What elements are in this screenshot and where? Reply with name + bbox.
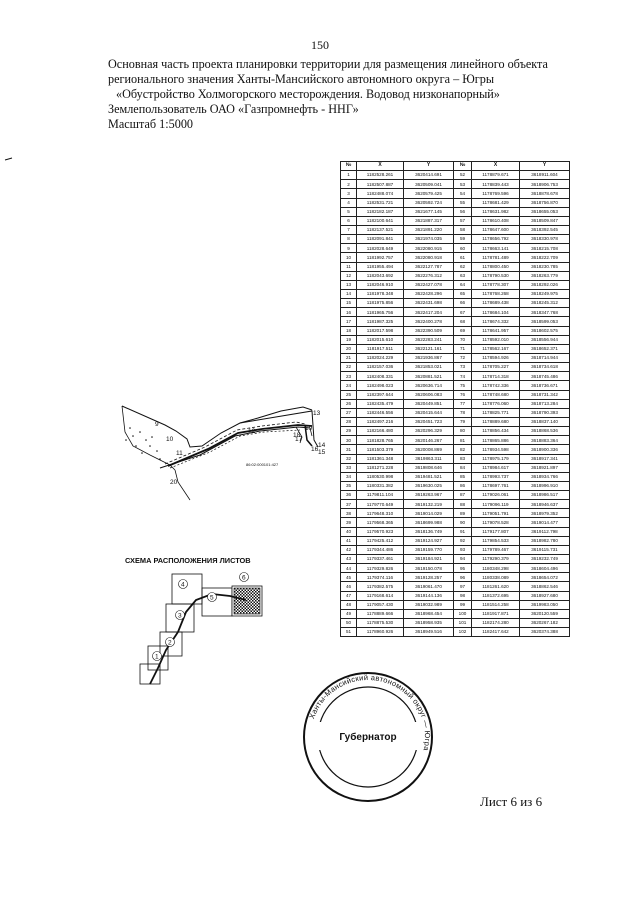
point-label-17: 17 bbox=[295, 436, 303, 443]
pipeline-route bbox=[167, 424, 313, 467]
parcel-boundary bbox=[121, 405, 313, 448]
stamp-center-text: Губернатор bbox=[339, 731, 396, 743]
point-label-19: 19 bbox=[305, 425, 313, 432]
scheme-title: СХЕМА РАСПОЛОЖЕНИЯ ЛИСТОВ bbox=[125, 556, 251, 565]
document-header: Основная часть проекта планировки террит… bbox=[108, 57, 588, 132]
header-line-4: Землепользователь ОАО «Газпромнефть - НН… bbox=[108, 102, 359, 116]
sheet-number-5: 5 bbox=[210, 595, 214, 602]
header-line-2: регионального значения Ханты-Мансийского… bbox=[108, 72, 495, 86]
scheme-route bbox=[149, 593, 247, 685]
point-label-10: 10 bbox=[166, 436, 174, 443]
sheet-number-4: 4 bbox=[181, 582, 185, 589]
point-label-9: 9 bbox=[155, 421, 159, 428]
page-number: 150 bbox=[311, 38, 329, 52]
header-line-5: Масштаб 1:5000 bbox=[108, 117, 194, 131]
header-line-1: Основная часть проекта планировки террит… bbox=[108, 57, 548, 71]
point-label-20: 20 bbox=[170, 479, 178, 486]
sheet-number-6: 6 bbox=[242, 575, 246, 582]
sheet-footer: Лист 6 из 6 bbox=[480, 794, 543, 809]
point-label-18: 18 bbox=[293, 432, 301, 439]
sheet-frame-5 bbox=[201, 587, 233, 617]
cadastral-code: 86:02:000101:427 bbox=[246, 462, 279, 467]
cell-y-2: 3620374.388 bbox=[519, 627, 570, 638]
current-sheet-hatched bbox=[233, 587, 261, 615]
point-label-14: 14 bbox=[318, 442, 326, 449]
sheet-number-2: 2 bbox=[168, 640, 172, 647]
governor-stamp: Ханты-Мансийский автономный округ — Югра… bbox=[303, 672, 433, 802]
right-of-way-dashed-2 bbox=[169, 429, 301, 469]
point-label-11: 11 bbox=[176, 450, 183, 457]
sheet-number-1: 1 bbox=[155, 654, 159, 661]
sheet-frame-2 bbox=[159, 631, 183, 657]
sheet-number-3: 3 bbox=[178, 613, 182, 620]
point-label-13: 13 bbox=[313, 410, 321, 417]
right-of-way-dashed-1 bbox=[164, 421, 306, 465]
point-label-16: 16 bbox=[311, 446, 319, 453]
header-line-3: «Обустройство Холмогорского месторождени… bbox=[116, 87, 500, 101]
point-label-15: 15 bbox=[318, 449, 326, 456]
point-label-12: 12 bbox=[248, 428, 256, 435]
